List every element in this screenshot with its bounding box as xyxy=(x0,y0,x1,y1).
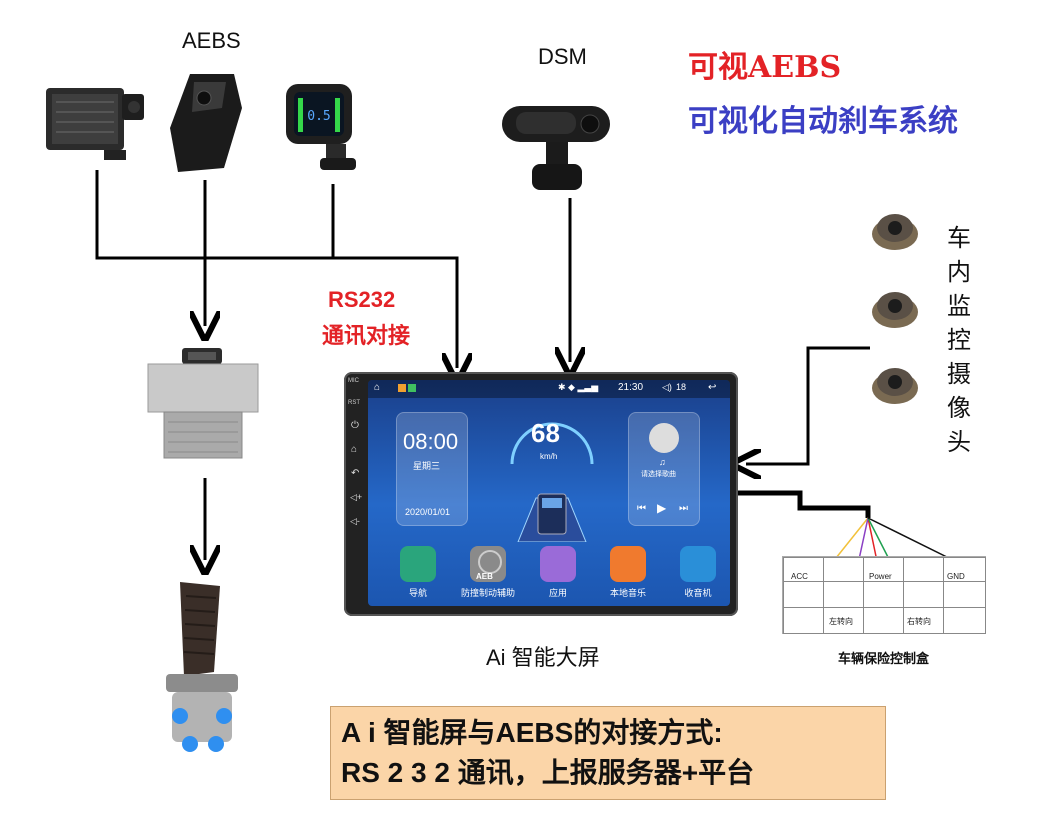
aebs-display-unit: 0.5 xyxy=(282,80,374,174)
note-line-1: A i 智能屏与AEBS的对接方式: xyxy=(341,717,723,748)
screen-display: ⌂ ✱ ◆ ▂▃▅ 21:30 ◁) 18 ↩ 08:00 星期三 2020/0… xyxy=(368,380,730,606)
speed-unit: km/h xyxy=(540,452,558,461)
dome-camera-2 xyxy=(870,284,920,330)
label-control-box: 车辆保险控制盒 xyxy=(838,651,930,666)
app-icon-apps[interactable] xyxy=(540,546,576,582)
app-icon-navigation[interactable] xyxy=(400,546,436,582)
status-time: 21:30 xyxy=(618,382,644,393)
app-label-radio: 收音机 xyxy=(684,588,712,598)
music-title: 请选择歌曲 xyxy=(641,471,676,478)
home-icon[interactable]: ⌂ xyxy=(351,444,358,455)
terminal-right-turn: 右转向 xyxy=(907,617,931,626)
signal-icons: ✱ ◆ ▂▃▅ xyxy=(558,382,599,392)
aeb-brake-icon xyxy=(478,550,502,574)
control-box-grid xyxy=(783,557,986,634)
prev-track-icon[interactable]: ⏮ xyxy=(637,503,646,514)
dome-camera-1 xyxy=(870,206,920,252)
aebs-radar-unit xyxy=(44,80,148,164)
terminal-left-turn: 左转向 xyxy=(829,617,853,626)
back-icon[interactable]: ↶ xyxy=(351,468,360,479)
camera-to-screen-line xyxy=(746,346,870,464)
grid-col-line-4 xyxy=(943,557,944,633)
label-ai-screen: Ai 智能大屏 xyxy=(486,645,600,670)
app-status-icon xyxy=(398,384,406,392)
speed-value: 68 xyxy=(531,418,560,448)
grid-row-line-2 xyxy=(783,607,985,608)
play-icon[interactable]: ▶ xyxy=(657,501,667,515)
clock-card[interactable]: 08:00 星期三 2020/01/01 xyxy=(396,412,468,526)
aebs-front-camera xyxy=(164,68,246,178)
power-icon[interactable]: ⏻ xyxy=(351,420,359,431)
app-status-icon-2 xyxy=(408,384,416,392)
volume-level: 18 xyxy=(676,382,687,392)
label-rs232-sub: 通讯对接 xyxy=(322,323,411,348)
screen-to-control-box-line xyxy=(738,490,871,518)
volume-up-icon[interactable]: ◁+ xyxy=(350,492,363,502)
volume-icon: ◁) xyxy=(662,382,672,392)
app-icon-music[interactable] xyxy=(610,546,646,582)
grid-col-line-2 xyxy=(863,557,864,633)
relay-module xyxy=(146,346,260,462)
aeb-icon-text: AEB xyxy=(476,572,493,581)
title-visual-auto-brake-system: 可视化自动刹车系统 xyxy=(688,104,958,139)
label-aebs: AEBS xyxy=(182,28,241,53)
label-dsm: DSM xyxy=(538,44,587,69)
app-icon-aeb[interactable]: AEB xyxy=(470,546,506,582)
note-box: A i 智能屏与AEBS的对接方式: RS 2 3 2 通讯，上报服务器+平台 xyxy=(330,706,886,800)
aebs-bus-line xyxy=(95,170,457,368)
dome-camera-3 xyxy=(870,360,920,406)
home-status-icon[interactable]: ⌂ xyxy=(374,382,381,393)
app-label-apps: 应用 xyxy=(548,588,567,598)
ai-smart-screen: MIC RST ⏻ ⌂ ↶ ◁+ ◁- ⌂ ✱ ◆ ▂▃▅ 21:30 ◁) 1… xyxy=(344,372,738,616)
grid-row-line-1 xyxy=(783,581,985,582)
terminal-gnd: GND xyxy=(947,572,965,581)
album-art xyxy=(649,423,679,453)
label-rs232: RS232 xyxy=(328,287,396,312)
volume-down-icon[interactable]: ◁- xyxy=(350,516,360,526)
speedometer xyxy=(510,422,594,542)
grid-col-line-3 xyxy=(903,557,904,633)
music-note-icon: ♫ xyxy=(659,457,666,467)
title-visual-aebs: 可视AEBS xyxy=(688,50,842,85)
app-label-navigation: 导航 xyxy=(408,588,427,598)
app-label-music: 本地音乐 xyxy=(609,588,646,598)
brake-pedal-valve xyxy=(150,576,254,764)
note-line-2: RS 2 3 2 通讯，上报服务器+平台 xyxy=(341,757,755,788)
terminal-power: Power xyxy=(869,572,892,581)
vehicle-fuse-control-box: ACC Power GND 左转向 右转向 xyxy=(782,556,986,634)
clock-time: 08:00 xyxy=(403,429,459,454)
grid-col-line-1 xyxy=(823,557,824,633)
clock-date: 2020/01/01 xyxy=(405,507,451,517)
svg-text:0.5: 0.5 xyxy=(307,109,330,124)
label-in-car-camera: 车内监控摄像头 xyxy=(947,225,971,456)
next-track-icon[interactable]: ⏭ xyxy=(679,503,688,514)
rst-label: RST xyxy=(348,400,360,406)
mic-label: MIC xyxy=(348,378,359,384)
clock-weekday: 星期三 xyxy=(413,461,441,471)
back-arrow-icon[interactable]: ↩ xyxy=(708,382,717,393)
app-icon-radio[interactable] xyxy=(680,546,716,582)
music-card[interactable]: ♫ 请选择歌曲 ⏮ ▶ ⏭ xyxy=(628,412,700,526)
dsm-camera xyxy=(498,96,614,198)
app-label-aeb: 防撞制动辅助 xyxy=(460,588,515,598)
status-bar: ⌂ ✱ ◆ ▂▃▅ 21:30 ◁) 18 ↩ xyxy=(368,380,730,398)
terminal-acc: ACC xyxy=(791,572,808,581)
